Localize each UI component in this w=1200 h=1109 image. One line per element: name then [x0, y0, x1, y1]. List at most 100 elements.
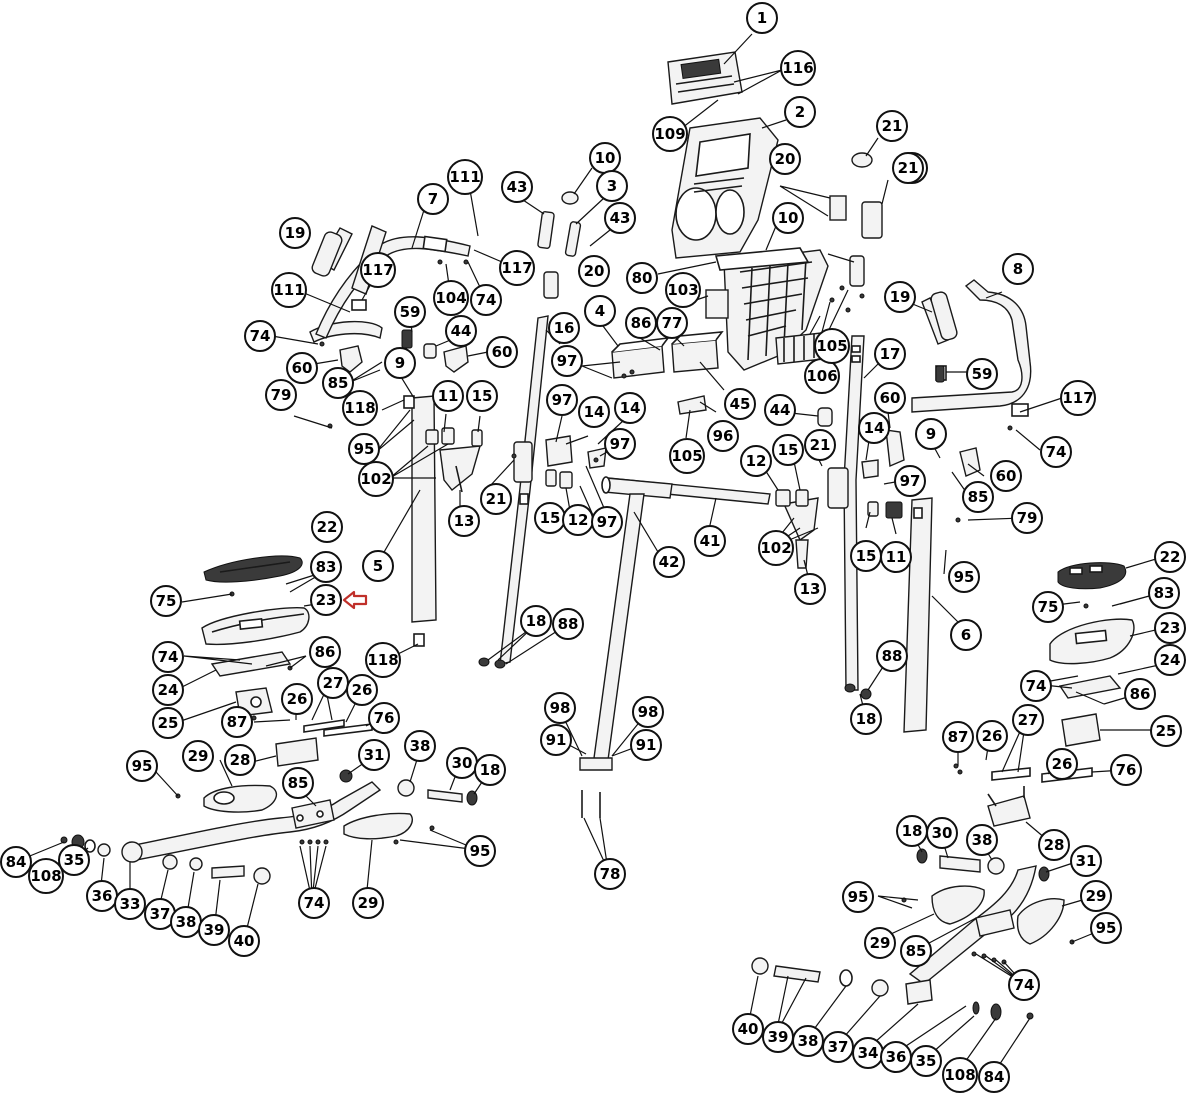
callout-circle: [1080, 880, 1112, 912]
callout-14: 14: [578, 396, 610, 428]
callout-2: 2: [784, 96, 816, 128]
callout-circle: [948, 561, 980, 593]
callout-number: 13: [454, 512, 475, 530]
callout-circle: [224, 744, 256, 776]
callout-circle: [221, 706, 253, 738]
callout-circle: [874, 338, 906, 370]
callout-74: 74: [1008, 969, 1040, 1001]
callout-circle: [910, 1045, 942, 1077]
callout-74: 74: [244, 320, 276, 352]
callout-circle: [310, 584, 342, 616]
callout-number: 95: [132, 757, 153, 775]
part-cover-29-right-a: [931, 885, 985, 925]
callout-number: 79: [1017, 509, 1038, 527]
callout-number: 86: [1130, 685, 1151, 703]
callout-circle: [1046, 748, 1078, 780]
callout-number: 60: [292, 359, 313, 377]
part-lower-arm-6: [903, 497, 933, 733]
callout-number: 15: [856, 547, 877, 565]
callout-number: 31: [364, 746, 385, 764]
callout-circle: [976, 720, 1008, 752]
callout-38: 38: [966, 824, 998, 856]
callout-number: 117: [362, 261, 393, 279]
callout-number: 75: [156, 592, 177, 610]
callout-number: 60: [492, 343, 513, 361]
callout-number: 88: [558, 615, 579, 633]
callout-number: 20: [584, 262, 605, 280]
callout-circle: [480, 483, 512, 515]
callout-number: 24: [1160, 651, 1181, 669]
callout-circle: [182, 740, 214, 772]
callout-number: 28: [230, 751, 251, 769]
callout-circle: [966, 824, 998, 856]
part-pedal-23-left: [201, 607, 310, 646]
callout-10: 10: [772, 202, 804, 234]
callout-14: 14: [614, 392, 646, 424]
callout-number: 35: [64, 851, 85, 869]
callout-84: 84: [0, 846, 32, 878]
callout-96: 96: [707, 420, 739, 452]
callout-number: 36: [92, 887, 113, 905]
callout-84: 84: [978, 1061, 1010, 1093]
callout-42: 42: [653, 546, 685, 578]
part-lower-arm-5: [403, 395, 437, 647]
callout-circle: [281, 683, 313, 715]
callout-9: 9: [384, 347, 416, 379]
callout-circle: [604, 428, 636, 460]
callout-number: 3: [607, 177, 617, 195]
callout-number: 40: [234, 932, 255, 950]
callout-30: 30: [446, 747, 478, 779]
callout-circle: [884, 281, 916, 313]
callout-number: 76: [374, 709, 395, 727]
callout-number: 78: [600, 865, 621, 883]
callout-circle: [1154, 644, 1186, 676]
callout-86: 86: [309, 636, 341, 668]
callout-29: 29: [1080, 880, 1112, 912]
callout-80: 80: [626, 262, 658, 294]
callout-77: 77: [656, 307, 688, 339]
callout-number: 40: [738, 1020, 759, 1038]
callout-number: 8: [1013, 260, 1023, 278]
callout-88: 88: [876, 640, 908, 672]
callout-number: 74: [1014, 976, 1035, 994]
callout-circle: [368, 702, 400, 734]
callout-13: 13: [794, 573, 826, 605]
callout-number: 116: [782, 59, 813, 77]
callout-21: 21: [892, 152, 924, 184]
callout-number: 12: [568, 511, 589, 529]
callout-number: 97: [610, 435, 631, 453]
callout-number: 83: [316, 558, 337, 576]
callout-91: 91: [540, 724, 572, 756]
callout-circle: [769, 143, 801, 175]
callout-number: 98: [550, 699, 571, 717]
callout-number: 18: [902, 822, 923, 840]
callout-circle: [653, 546, 685, 578]
callout-circle: [962, 481, 994, 513]
callout-number: 95: [354, 440, 375, 458]
callout-95: 95: [842, 881, 874, 913]
callout-number: 29: [870, 934, 891, 952]
callout-number: 74: [1026, 677, 1047, 695]
callout-number: 26: [287, 690, 308, 708]
callout-11: 11: [432, 380, 464, 412]
callout-12: 12: [562, 504, 594, 536]
callout-circle: [1040, 436, 1072, 468]
callout-circle: [394, 296, 426, 328]
part-rail-27-right: [991, 767, 1031, 781]
callout-number: 33: [120, 895, 141, 913]
callout-circle: [591, 506, 623, 538]
callout-27: 27: [1012, 704, 1044, 736]
callout-29: 29: [864, 927, 896, 959]
callout-number: 97: [557, 352, 578, 370]
callout-circle: [874, 382, 906, 414]
callout-25: 25: [1150, 715, 1182, 747]
part-plate-43: [829, 195, 847, 221]
callout-97: 97: [894, 465, 926, 497]
callout-number: 108: [30, 867, 61, 885]
callout-26: 26: [346, 674, 378, 706]
callout-circle: [470, 284, 502, 316]
callout-circle: [764, 394, 796, 426]
callout-number: 30: [452, 754, 473, 772]
callout-19: 19: [884, 281, 916, 313]
callout-79: 79: [265, 379, 297, 411]
